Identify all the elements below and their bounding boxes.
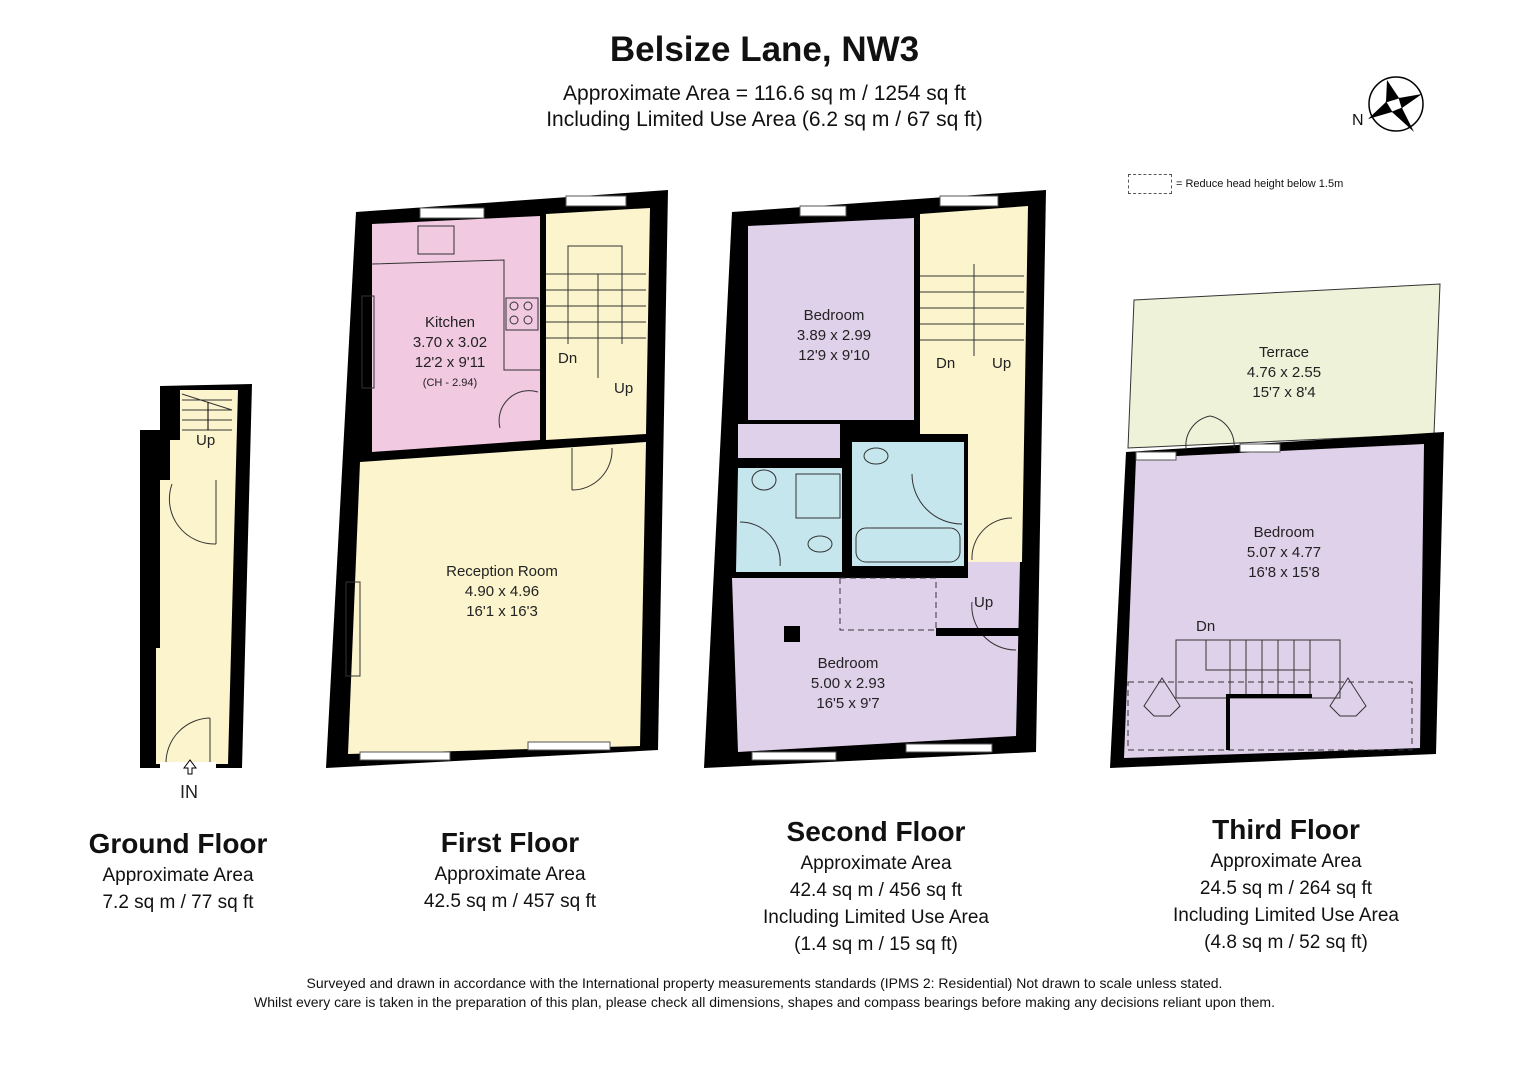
floor-limited-area: (1.4 sq m / 15 sq ft) — [794, 934, 958, 955]
ground-stair-up-label: Up — [196, 432, 216, 449]
floor-name: Third Floor — [1212, 814, 1360, 845]
room-label-terrace: Terrace 4.76 x 2.55 15'7 x 8'4 — [1234, 343, 1334, 403]
room-imperial: 12'9 x 9'10 — [798, 347, 870, 364]
third-floor-plan — [1110, 283, 1444, 768]
disclaimer-line-2: Whilst every care is taken in the prepar… — [253, 994, 1275, 1010]
floor-area-label: Approximate Area — [1210, 851, 1362, 872]
disclaimer: Surveyed and drawn in accordance with th… — [0, 974, 1529, 1012]
floor-caption-third: Third Floor Approximate Area 24.5 sq m /… — [1136, 812, 1436, 956]
room-label-kitchen: Kitchen 3.70 x 3.02 12'2 x 9'11 (CH - 2.… — [400, 313, 500, 393]
room-metric: 4.90 x 4.96 — [464, 583, 540, 600]
room-name: Reception Room — [446, 563, 558, 580]
page-title: Belsize Lane, NW3 — [609, 30, 920, 69]
room-metric: 3.70 x 3.02 — [412, 334, 488, 351]
floor-limited-label: Including Limited Use Area — [1172, 905, 1399, 926]
room-name: Bedroom — [817, 655, 879, 672]
floor-caption-first: First Floor Approximate Area 42.5 sq m /… — [390, 825, 630, 915]
floor-area-label: Approximate Area — [102, 865, 254, 886]
floor-area: 42.4 sq m / 456 sq ft — [789, 880, 963, 901]
room-label-bedroom-3: Bedroom 5.07 x 4.77 16'8 x 15'8 — [1234, 523, 1334, 583]
floor-area: 24.5 sq m / 264 sq ft — [1199, 878, 1373, 899]
legend-text: = Reduce head height below 1.5m — [1176, 178, 1344, 190]
first-floor-plan — [326, 190, 668, 768]
room-imperial: 16'8 x 15'8 — [1248, 564, 1320, 581]
floor-caption-ground: Ground Floor Approximate Area 7.2 sq m /… — [58, 826, 298, 916]
room-label-bedroom-2b: Bedroom 5.00 x 2.93 16'5 x 9'7 — [798, 654, 898, 714]
room-imperial: 16'1 x 16'3 — [466, 603, 538, 620]
second-stair-up2-label: Up — [974, 594, 994, 611]
dashed-box-icon — [1128, 174, 1172, 194]
room-name: Bedroom — [1253, 524, 1315, 541]
limited-use-area: Including Limited Use Area (6.2 sq m / 6… — [546, 108, 983, 131]
floor-area: 7.2 sq m / 77 sq ft — [102, 892, 254, 913]
room-name: Terrace — [1258, 344, 1310, 361]
room-imperial: 12'2 x 9'11 — [414, 354, 486, 371]
first-stair-up-label: Up — [614, 380, 634, 397]
floor-limited-area: (4.8 sq m / 52 sq ft) — [1204, 932, 1368, 953]
second-floor-plan — [704, 190, 1046, 768]
compass: N — [1352, 76, 1432, 141]
room-name: Bedroom — [803, 307, 865, 324]
ground-floor-plan — [140, 384, 252, 775]
floor-name: Ground Floor — [88, 828, 268, 859]
room-name: Kitchen — [424, 314, 476, 331]
total-area: Approximate Area = 116.6 sq m / 1254 sq … — [563, 82, 966, 105]
room-imperial: 15'7 x 8'4 — [1252, 384, 1316, 401]
second-stair-dn-label: Dn — [936, 355, 956, 372]
first-stair-dn-label: Dn — [558, 350, 578, 367]
entrance-label: IN — [180, 782, 198, 802]
room-metric: 4.76 x 2.55 — [1246, 364, 1322, 381]
floor-limited-label: Including Limited Use Area — [762, 907, 989, 928]
room-label-bedroom-2a: Bedroom 3.89 x 2.99 12'9 x 9'10 — [784, 306, 884, 366]
ceiling-height: (CH - 2.94) — [422, 377, 478, 389]
north-label: N — [1352, 112, 1364, 129]
floor-area-label: Approximate Area — [434, 864, 586, 885]
floor-area-label: Approximate Area — [800, 853, 952, 874]
room-metric: 5.07 x 4.77 — [1246, 544, 1322, 561]
room-metric: 5.00 x 2.93 — [810, 675, 886, 692]
third-stair-dn-label: Dn — [1196, 618, 1216, 635]
compass-rose-icon — [1368, 76, 1424, 132]
disclaimer-line-1: Surveyed and drawn in accordance with th… — [306, 975, 1223, 991]
floor-caption-second: Second Floor Approximate Area 42.4 sq m … — [726, 814, 1026, 958]
second-stair-up-label: Up — [992, 355, 1012, 372]
room-metric: 3.89 x 2.99 — [796, 327, 872, 344]
floor-name: First Floor — [440, 827, 580, 858]
legend: = Reduce head height below 1.5m — [1128, 174, 1343, 194]
floor-name: Second Floor — [786, 816, 966, 847]
room-label-reception: Reception Room 4.90 x 4.96 16'1 x 16'3 — [420, 562, 584, 622]
room-imperial: 16'5 x 9'7 — [816, 695, 880, 712]
floor-area: 42.5 sq m / 457 sq ft — [423, 891, 597, 912]
